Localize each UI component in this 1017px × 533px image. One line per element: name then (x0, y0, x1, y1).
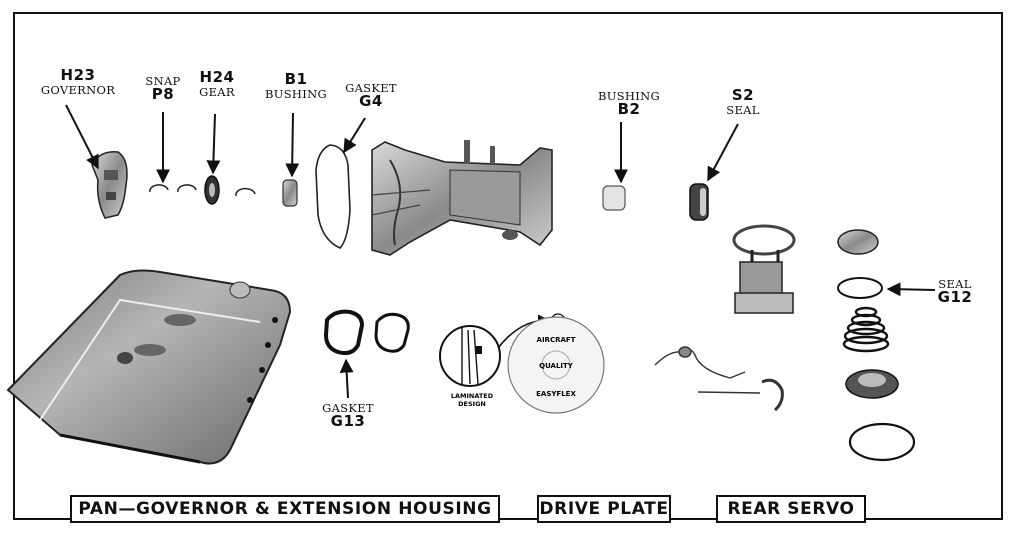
label-h23-code: H23 (60, 66, 96, 84)
label-h24: H24 GEAR (192, 68, 242, 99)
rear-servo-spring-wire (654, 346, 784, 412)
oil-pan (6, 269, 292, 465)
label-b2-word: BUSHING (598, 89, 660, 103)
label-p8-code: P8 (151, 85, 175, 104)
label-g4: GASKET G4 (340, 82, 402, 110)
servo-spring (842, 306, 890, 353)
label-g12-word: SEAL (938, 277, 972, 291)
governor-part (91, 151, 128, 219)
figure-frame (13, 12, 1003, 520)
section-title-drive-plate: DRIVE PLATE (537, 495, 671, 523)
label-b1-word: BUSHING (265, 86, 327, 101)
label-b1: B1 BUSHING (262, 70, 330, 101)
label-g12-code: G12 (937, 288, 973, 307)
drive-plate-easyflex-text: EASYFLEX (536, 390, 576, 398)
arrow-h24 (206, 113, 221, 175)
seal-g12-ring (837, 277, 883, 299)
gasket-g4 (315, 144, 351, 249)
arrow-g13 (339, 358, 354, 399)
label-g13-code: G13 (330, 412, 366, 431)
gear-part (204, 175, 220, 205)
label-g4-code: G4 (359, 92, 383, 111)
label-p8-word: SNAP (145, 74, 181, 88)
servo-piston (845, 369, 899, 399)
rear-servo-lever (732, 224, 796, 314)
seal-s2 (689, 183, 709, 221)
label-g13-word: GASKET (322, 401, 374, 415)
arrow-h23 (65, 104, 99, 170)
label-g13: GASKET G13 (314, 402, 382, 430)
label-p8: SNAP P8 (138, 75, 188, 103)
label-g12: SEAL G12 (930, 278, 980, 306)
section-title-pan: PAN—GOVERNOR & EXTENSION HOUSING (70, 495, 500, 523)
section-title-rear-servo: REAR SERVO (716, 495, 866, 523)
label-h24-code: H24 (199, 68, 235, 86)
snap-rings (149, 184, 256, 197)
label-h23: H23 GOVERNOR (38, 66, 118, 97)
arrow-g4 (343, 117, 366, 154)
label-g4-word: GASKET (345, 81, 397, 95)
label-b2: BUSHING B2 (594, 90, 664, 118)
label-h24-word: GEAR (199, 84, 235, 99)
arrow-b1 (285, 112, 300, 178)
design-caption: DESIGN (458, 400, 486, 408)
label-s2-word: SEAL (726, 102, 760, 117)
extension-housing (371, 140, 553, 256)
bushing-b1 (282, 179, 298, 207)
label-s2-code: S2 (731, 86, 755, 104)
arrow-s2 (707, 123, 739, 182)
laminated-caption: LAMINATED (451, 392, 494, 400)
servo-snap-ring (848, 422, 916, 462)
drive-plate-aircraft-text: AIRCRAFT (537, 336, 576, 344)
arrow-g12 (886, 282, 936, 297)
label-b2-code: B2 (617, 100, 641, 119)
label-b1-code: B1 (284, 70, 308, 88)
bushing-b2 (602, 185, 626, 211)
drive-plate-quality-text: QUALITY (539, 362, 574, 370)
label-h23-word: GOVERNOR (40, 82, 116, 97)
servo-piston-cap (837, 229, 879, 255)
label-s2: S2 SEAL (718, 86, 768, 117)
gasket-g13-pair (323, 309, 410, 356)
drive-plate-detail: AIRCRAFT QUALITY EASYFLEX LAMINATED DESI… (439, 313, 605, 414)
